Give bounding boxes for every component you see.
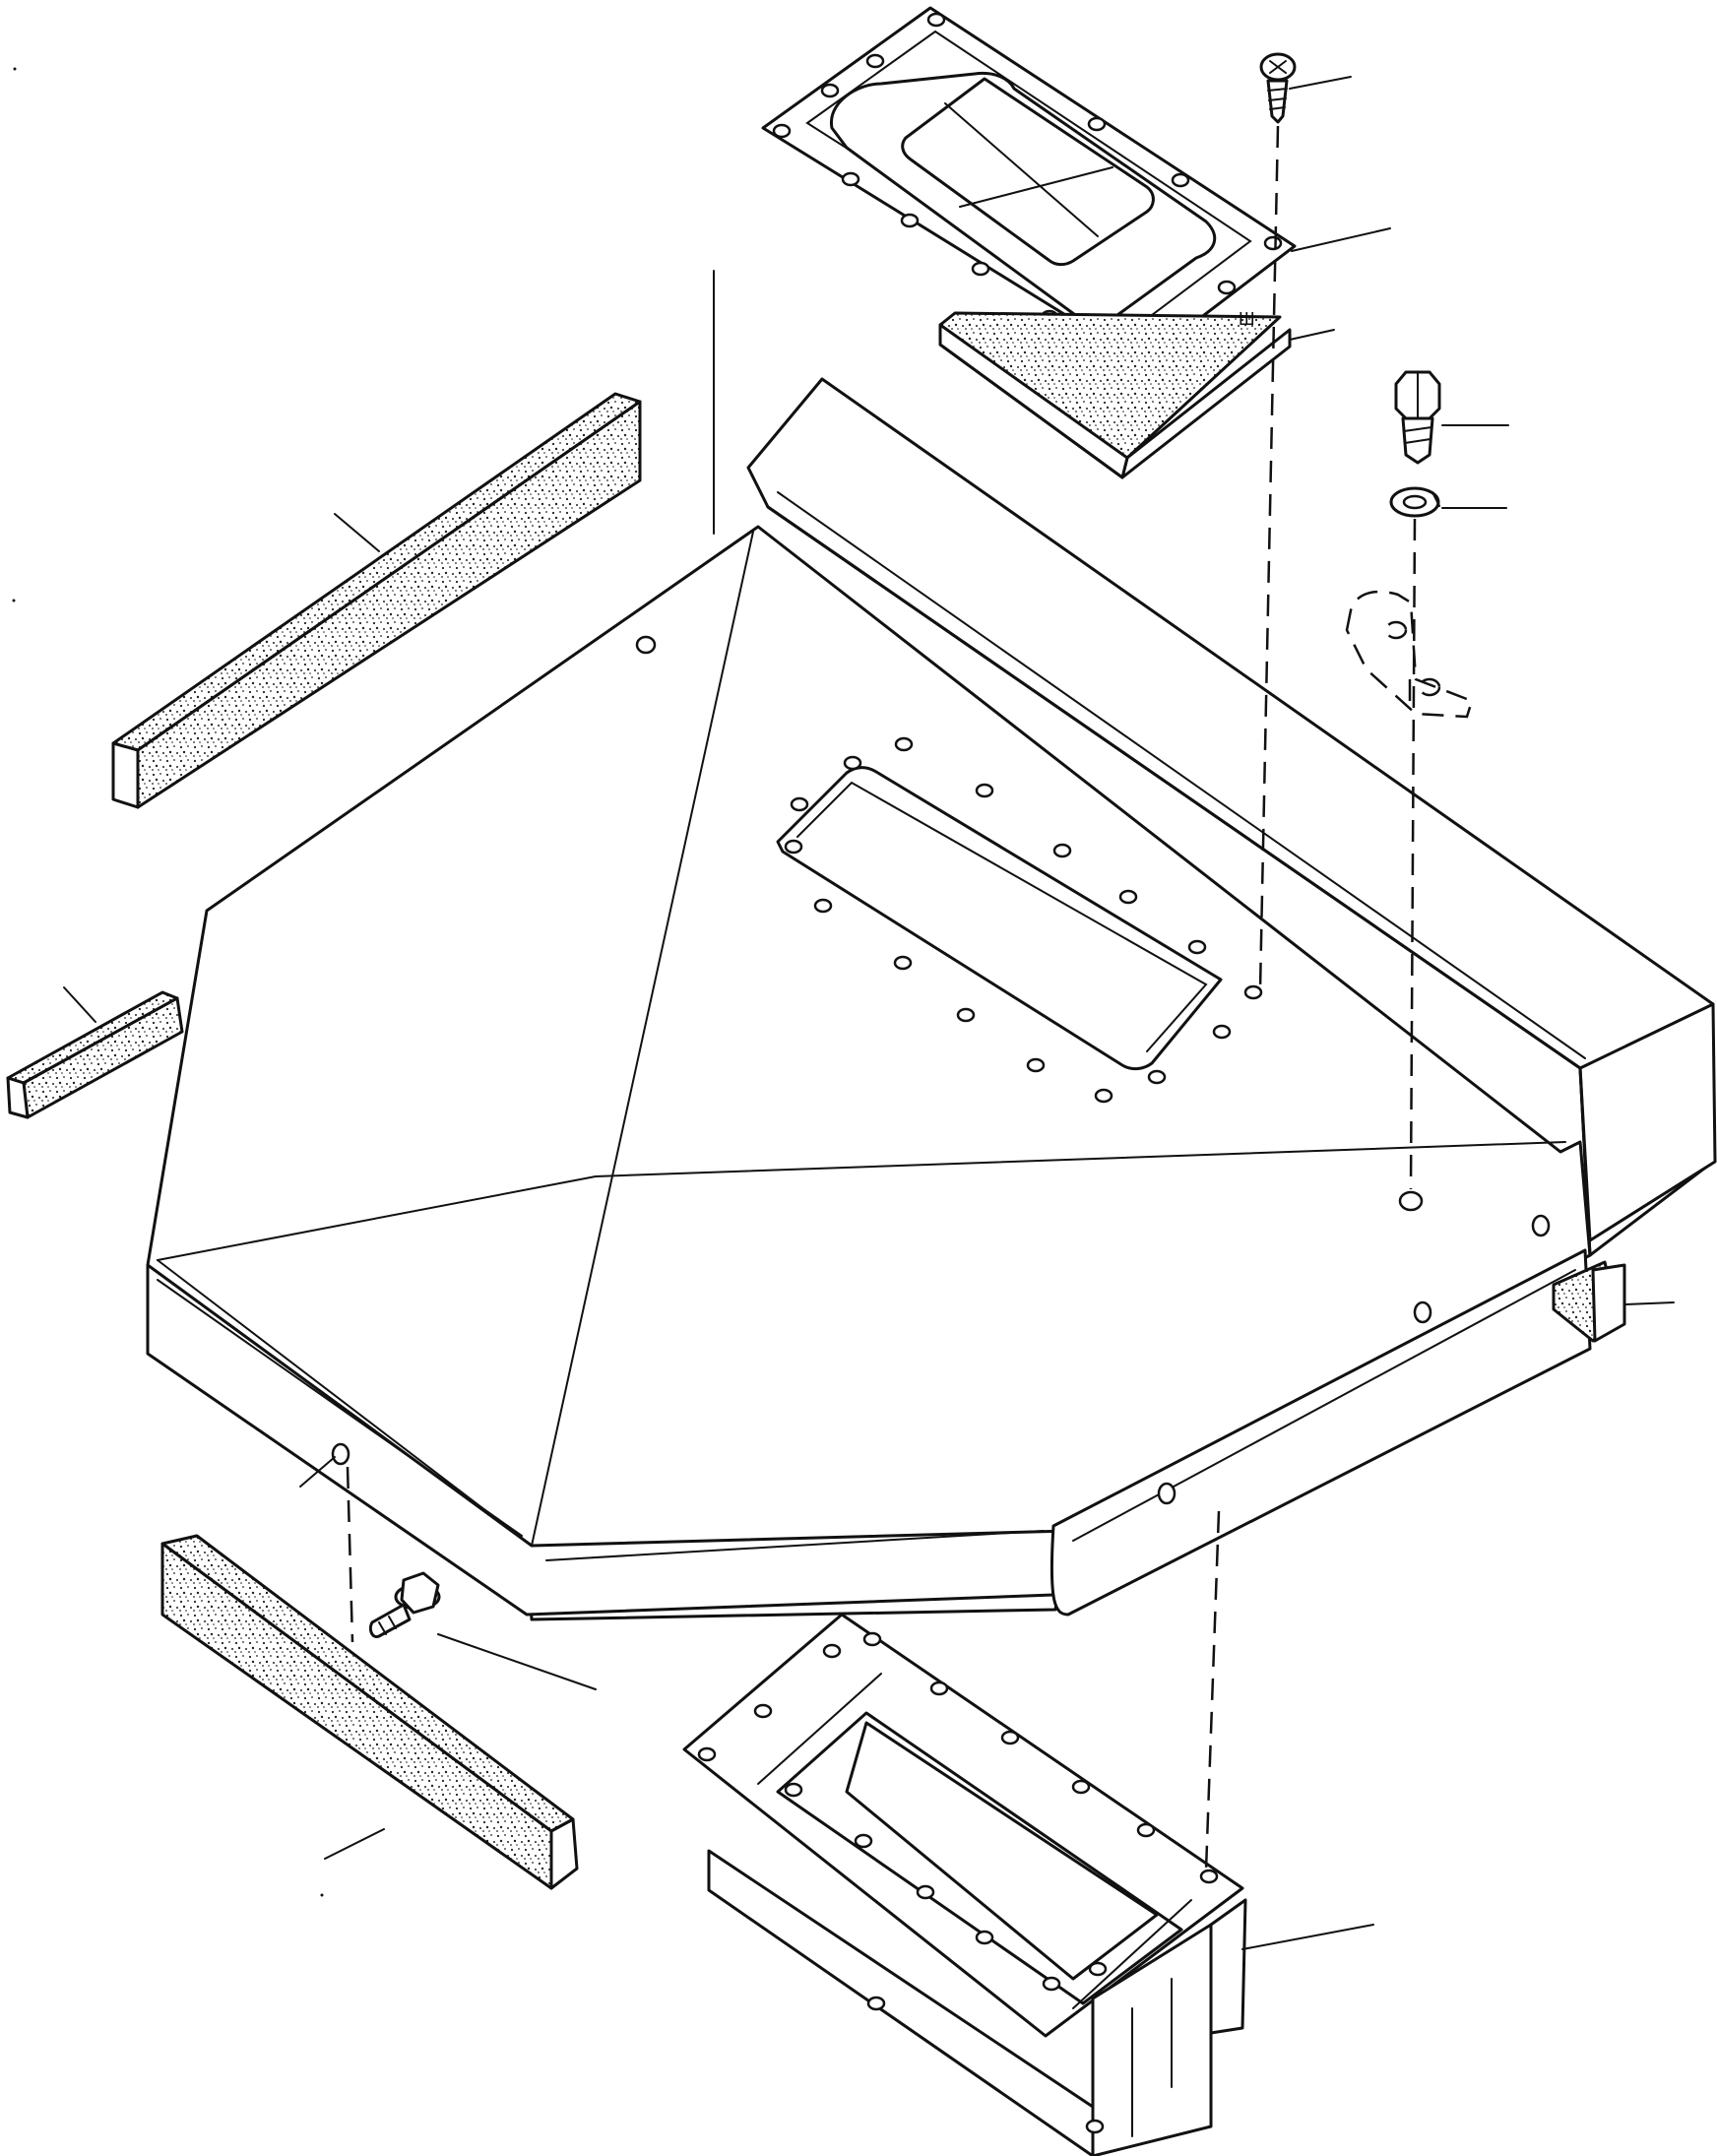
foam-seal-side <box>1552 1260 1626 1343</box>
angle-bracket <box>1345 590 1474 719</box>
opening-bolt-holes <box>784 736 1263 1104</box>
assembly-lines <box>346 125 1417 1871</box>
foam-seal-long <box>111 392 642 809</box>
duct-adapter <box>682 1613 1247 2156</box>
flange-bolt <box>368 1571 441 1639</box>
lock-washer <box>1389 486 1440 518</box>
floor-cover-plate <box>146 377 1717 1621</box>
duct-bolt-holes <box>697 1631 1219 2134</box>
foam-seal-short <box>6 990 184 1119</box>
cover-screw <box>1259 52 1297 124</box>
cover-gasket: Ш <box>938 309 1292 479</box>
callout-leaders <box>63 76 1675 1950</box>
inspection-cover <box>761 6 1297 364</box>
hex-bolt <box>1394 370 1441 465</box>
foam-seal-lower <box>160 1534 579 1890</box>
svg-text:Ш: Ш <box>1239 309 1255 329</box>
